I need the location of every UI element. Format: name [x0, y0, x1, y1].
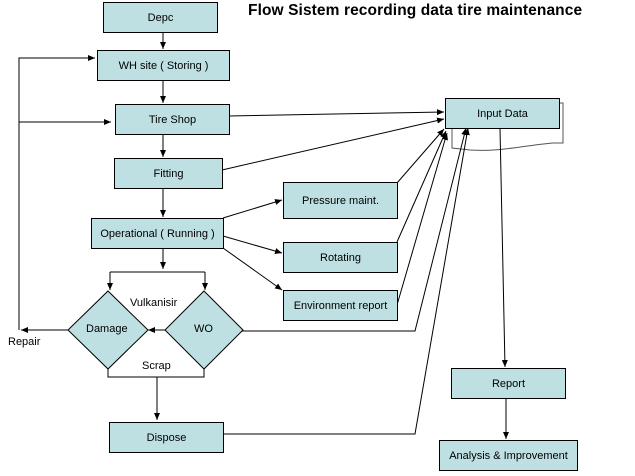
decision-wo-label: WO [194, 323, 213, 335]
node-rotating: Rotating [283, 242, 398, 273]
node-wh-site: WH site ( Storing ) [97, 50, 230, 81]
edge-op-environment [222, 247, 283, 291]
edge-wo-input [242, 127, 468, 332]
edge-pressure-input [396, 128, 445, 184]
decision-damage [67, 290, 149, 370]
node-fitting: Fitting [114, 158, 223, 189]
node-analysis-improvement: Analysis & Improvement [439, 440, 578, 471]
label-vulkanisir: Vulkanisir [130, 297, 178, 309]
edge-op-rotating [222, 235, 283, 254]
label-repair: Repair [8, 336, 41, 348]
edge-scrap [107, 368, 205, 378]
edge-tireshop-input [228, 109, 445, 117]
edge-rotating-input [396, 130, 447, 243]
node-tire-shop: Tire Shop [115, 104, 230, 135]
edge-fitting-input [221, 117, 445, 171]
node-depc: Depc [103, 2, 218, 33]
decision-damage-label: Damage [86, 323, 128, 335]
edge-dispose-input [223, 127, 470, 435]
edge-repair-loop [18, 55, 95, 330]
node-pressure-maint: Pressure maint. [283, 182, 398, 219]
label-scrap: Scrap [142, 360, 171, 372]
node-input-data: Input Data [445, 98, 560, 129]
node-environment-report: Environment report [283, 290, 398, 321]
input-data-document-shape [451, 102, 564, 151]
edge-environment-input [396, 132, 448, 306]
node-report: Report [451, 368, 566, 399]
node-operational: Operational ( Running ) [91, 218, 224, 249]
node-dispose: Dispose [109, 422, 224, 453]
diagram-title: Flow Sistem recording data tire maintena… [248, 2, 583, 19]
edge-input-report [499, 127, 508, 368]
decision-wo [164, 290, 244, 370]
edge-op-pressure [222, 199, 283, 219]
